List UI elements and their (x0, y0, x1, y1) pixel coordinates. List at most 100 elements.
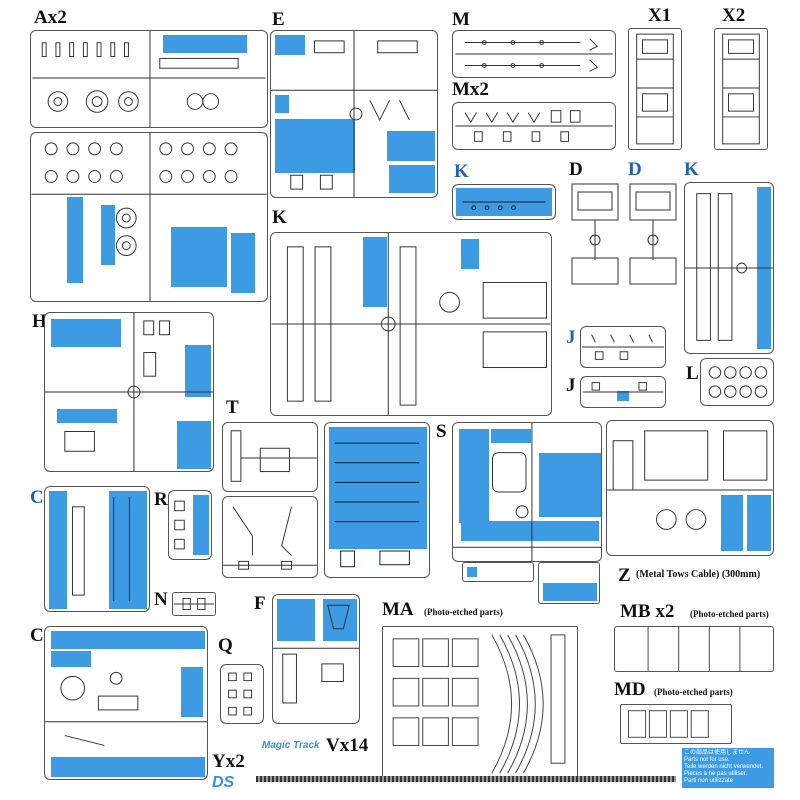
sprue-n (172, 592, 216, 616)
sprue-x2-parts (722, 33, 760, 145)
unused-area (109, 491, 147, 609)
unused-area (51, 319, 121, 347)
sprue-d-black (566, 180, 624, 294)
unused-area (617, 391, 629, 401)
label-sprue-k-small: K (454, 161, 469, 182)
label-sprue-d-blue: D (628, 159, 642, 180)
label-sprue-h: H (32, 311, 47, 332)
unused-area (171, 227, 227, 287)
label-sprue-m: M (452, 9, 470, 30)
label-sprue-d-black: D (569, 159, 583, 180)
unused-area (163, 35, 247, 53)
unused-area (51, 757, 205, 777)
label-sprue-z-note: (Metal Tows Cable) (300mm) (636, 569, 761, 580)
label-sprue-t: T (226, 397, 239, 418)
label-sprue-vx14: Vx14 (326, 735, 369, 756)
unused-area (389, 165, 435, 193)
unused-area (185, 345, 211, 397)
label-sprue-l: L (686, 363, 699, 384)
label-sprue-k-right: K (684, 159, 699, 180)
sprue-j-black-parts (582, 382, 664, 393)
unused-area (459, 429, 489, 523)
legend-line-4: Pieces a ne pas utiliser. (684, 771, 748, 777)
unused-area (101, 205, 115, 265)
unused-area (747, 495, 771, 551)
label-sprue-x1: X1 (648, 5, 672, 26)
label-sprue-r: R (154, 489, 168, 510)
sprue-t-lower-parts (223, 506, 317, 570)
sprue-l-parts (708, 366, 768, 398)
sprue-mx2-parts (455, 110, 613, 142)
sprue-a-lower-parts (31, 133, 267, 301)
sprue-k-small (452, 184, 556, 220)
metal-tow-cable (256, 776, 676, 782)
sprue-s-parts (453, 423, 601, 561)
label-sprue-q: Q (218, 635, 233, 656)
unused-area (461, 521, 599, 541)
sprue-k-right (684, 182, 774, 354)
legend-line-3: Teile werden nicht verwendet. (684, 764, 764, 770)
label-sprue-c-blue: C (30, 487, 44, 508)
legend-line-5: Parti non utilizzate (684, 778, 734, 784)
sprue-d-blue-parts (629, 183, 677, 285)
label-sprue-e: E (272, 9, 285, 30)
sprue-t-blue-parts (334, 442, 420, 568)
unused-area (491, 429, 531, 443)
sprue-e (270, 30, 438, 198)
sprue-x1 (628, 28, 682, 150)
sprue-s-right (538, 562, 600, 604)
sprue-s-bottom (462, 562, 534, 582)
sprue-x1-parts (636, 33, 674, 145)
unused-area (363, 237, 387, 307)
unused-area (57, 409, 117, 423)
label-sprue-md-note: (Photo-etched parts) (654, 687, 733, 697)
unused-area (323, 599, 357, 641)
label-sprue-a: Ax2 (34, 7, 67, 28)
sprue-t (222, 422, 318, 492)
unused-area (177, 421, 211, 469)
label-sprue-ma-note: (Photo-etched parts) (424, 607, 503, 617)
sprue-t-lower (222, 496, 318, 578)
unused-area (539, 453, 601, 517)
sprue-t-upper-parts (230, 430, 317, 482)
sprue-m (452, 30, 616, 78)
sprue-d-black-parts (571, 183, 619, 285)
unused-area (181, 667, 203, 717)
unused-area (543, 583, 597, 601)
legend-unused-parts-swatch (682, 748, 774, 788)
unused-area (193, 495, 209, 555)
sprue-k-small-parts (462, 201, 546, 211)
sprue-q-parts (228, 672, 253, 716)
sprue-m-parts (455, 38, 613, 72)
unused-area (721, 495, 743, 551)
sprue-h-parts (45, 313, 213, 471)
label-sprue-mb: MB x2 (620, 601, 675, 622)
label-sprue-mx2: Mx2 (452, 79, 489, 100)
sprue-r (168, 490, 212, 560)
sprue-mb-parts (647, 627, 741, 671)
sprue-d-blue (624, 180, 682, 294)
unused-area (275, 95, 289, 113)
sprue-c-blue (44, 486, 150, 612)
sprue-md-parts (628, 710, 709, 738)
sprue-b (606, 420, 774, 556)
sprue-x2 (714, 28, 768, 150)
label-sprue-f: F (254, 593, 266, 614)
ds-logo: DS (212, 774, 235, 791)
sprue-b-parts (607, 430, 773, 530)
sprue-e-parts (271, 31, 437, 197)
unused-area (461, 239, 479, 269)
label-sprue-ma: MA (382, 599, 414, 620)
sprue-f (272, 594, 360, 724)
label-sprue-z: Z (618, 565, 631, 586)
sprue-mx2 (452, 102, 616, 150)
unused-area (329, 427, 427, 549)
label-sprue-k-center: K (272, 207, 287, 228)
label-sprue-mb-note: (Photo-etched parts) (690, 609, 769, 619)
sprue-q (220, 664, 264, 724)
unused-area (387, 131, 435, 161)
magic-track-logo: Magic Track (262, 740, 320, 751)
sprue-a-upper (30, 30, 268, 128)
sprue-mb (614, 626, 774, 672)
sprue-md (620, 704, 732, 744)
